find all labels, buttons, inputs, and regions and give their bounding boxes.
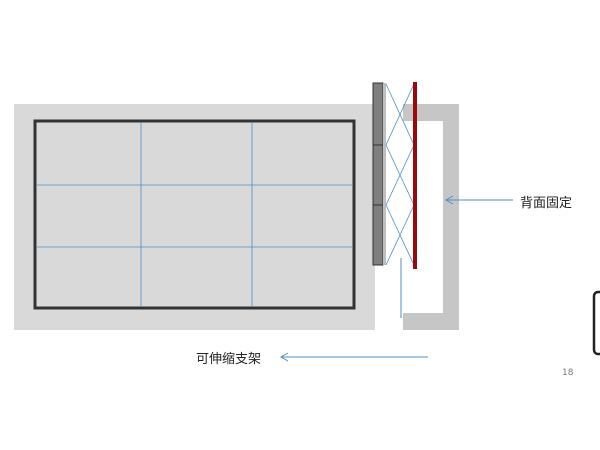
screen-edge: [383, 83, 386, 265]
brace-6: [385, 204, 415, 266]
c-bracket: [403, 104, 459, 330]
screen-segment-1: [372, 82, 384, 146]
screen-segment-3: [372, 204, 384, 266]
arrow-telescopic: [279, 352, 428, 362]
screen-segment-2: [372, 144, 384, 206]
mount-bar: [413, 82, 417, 269]
telescopic-braces: [385, 83, 415, 266]
label-telescopic-bracket: 可伸缩支架: [196, 352, 262, 367]
video-wall-grid: [36, 122, 353, 307]
arrow-back-fixed: [444, 195, 513, 205]
page-number: 18: [562, 368, 574, 378]
screen-column: [372, 82, 386, 266]
brace-4: [385, 144, 415, 206]
video-wall-panel: [33, 119, 356, 310]
label-back-fixed: 背面固定: [520, 196, 573, 211]
device-edge-icon: [592, 290, 600, 356]
brace-2: [385, 83, 415, 146]
